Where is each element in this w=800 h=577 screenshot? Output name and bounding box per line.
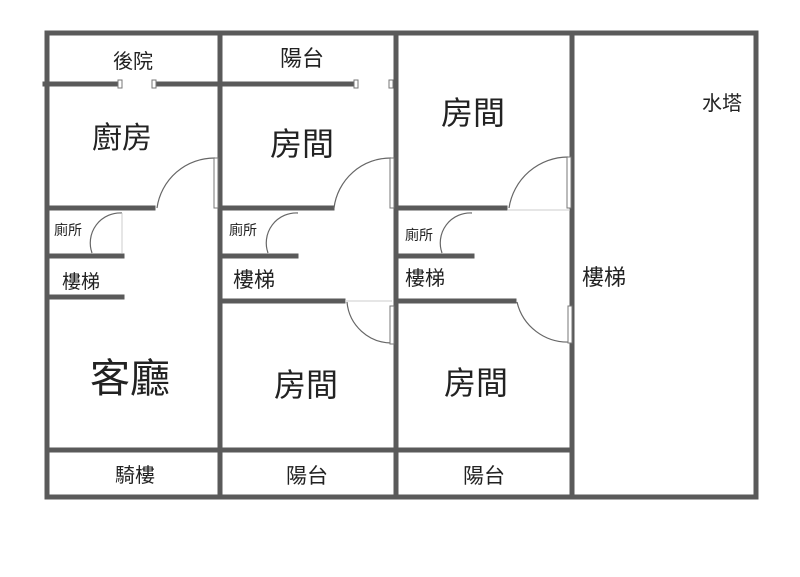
- door-leaf: [213, 157, 219, 209]
- room-label-living-room: 客廳: [90, 356, 170, 402]
- door-jamb: [151, 79, 157, 89]
- room-label-balcony: 陽台: [463, 464, 505, 488]
- door-leaf: [566, 156, 572, 209]
- door-swing: [346, 301, 393, 344]
- door-jamb: [388, 79, 394, 89]
- room-label-kitchen: 廚房: [92, 121, 152, 156]
- room-label-room: 房間: [270, 125, 334, 163]
- room-label-room: 房間: [444, 364, 508, 402]
- door-swing: [156, 157, 216, 209]
- room-label-toilet: 廁所: [229, 222, 257, 239]
- door-swing: [333, 157, 392, 209]
- room-label-room: 房間: [441, 94, 505, 132]
- door-jamb: [353, 79, 359, 89]
- door-swing: [89, 212, 123, 254]
- room-label-stairs: 樓梯: [582, 266, 626, 291]
- room-label-balcony: 陽台: [286, 464, 328, 488]
- outer-wall: [44, 30, 759, 500]
- door-leaf: [389, 157, 395, 209]
- room-label-toilet: 廁所: [405, 227, 433, 244]
- room-label-balcony: 陽台: [280, 47, 324, 72]
- door-swing: [508, 156, 569, 209]
- door-swing: [516, 301, 571, 343]
- room-label-stairs: 樓梯: [405, 266, 445, 290]
- room-label-stairs: 樓梯: [62, 271, 100, 293]
- door-leaf: [567, 305, 573, 344]
- room-label-stairs: 樓梯: [233, 268, 275, 292]
- door-jamb: [117, 79, 123, 89]
- room-label-toilet: 廁所: [54, 222, 82, 239]
- room-label-backyard: 後院: [113, 49, 153, 73]
- room-label-arcade: 騎樓: [115, 463, 155, 487]
- door-swing: [439, 212, 473, 254]
- room-label-water-tower: 水塔: [702, 91, 742, 115]
- door-swing: [265, 212, 299, 254]
- door-leaf: [389, 305, 395, 345]
- room-label-room: 房間: [274, 366, 338, 404]
